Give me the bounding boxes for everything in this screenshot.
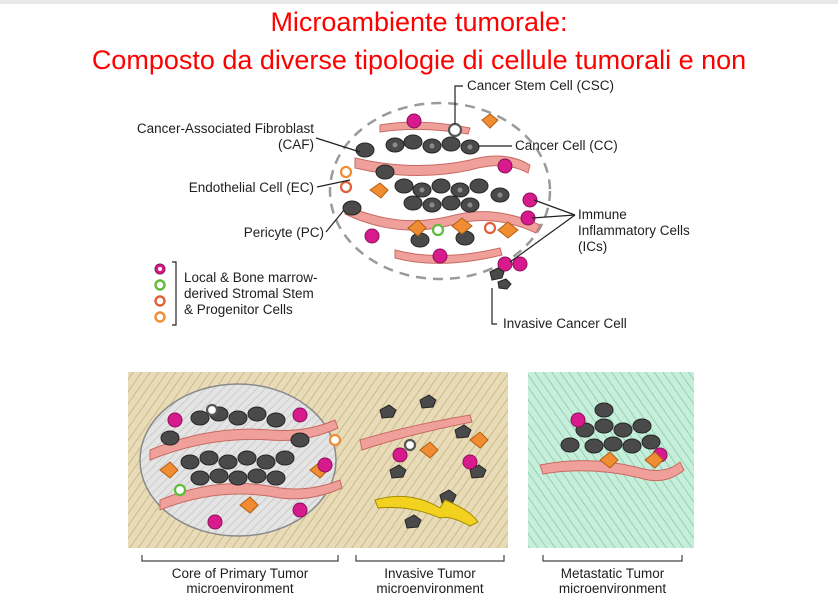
leader-invasive: [491, 288, 497, 325]
leader-immune-1: [533, 199, 576, 216]
leader-caf: [315, 137, 361, 153]
leader-immune-3: [509, 214, 576, 263]
label-invasive-cancer-cell: Invasive Cancer Cell: [503, 316, 627, 331]
immune-cells: [364, 113, 538, 272]
caption-invasive-line-1: Invasive Tumor: [384, 566, 476, 581]
leader-pc: [325, 209, 345, 233]
label-pericyte: Pericyte (PC): [243, 225, 324, 240]
leader-ec: [316, 179, 351, 188]
slide-title-line-1: Microambiente tumorale:: [270, 7, 568, 37]
leader-csc: [454, 85, 463, 124]
label-immune-line-2: Inflammatory Cells: [578, 223, 690, 238]
slide-title-line-2: Composto da diverse tipologie di cellule…: [91, 45, 747, 75]
label-leader-lines: [315, 85, 576, 325]
label-cancer-cell: Cancer Cell (CC): [515, 138, 618, 153]
label-caf-line-1: Cancer-Associated Fibroblast: [136, 121, 314, 136]
label-immune-line-1: Immune: [578, 207, 627, 222]
top-tumor-diagram: [328, 101, 552, 290]
label-cancer-stem-cell: Cancer Stem Cell (CSC): [467, 78, 615, 93]
caption-invasive-line-2: microenvironment: [376, 581, 484, 596]
caf-cells: [369, 113, 519, 239]
label-stromal-line-2: derived Stromal Stem: [184, 286, 314, 301]
caption-brackets: [141, 555, 683, 562]
label-stromal-line-1: Local & Bone marrow-: [184, 270, 318, 285]
slide-top-border: [0, 0, 838, 4]
caption-core-line-2: microenvironment: [186, 581, 294, 596]
label-immune-line-3: (ICs): [578, 239, 608, 254]
label-endothelial-cell: Endothelial Cell (EC): [188, 180, 314, 195]
label-caf-line-2: (CAF): [278, 137, 314, 152]
caption-core-line-1: Core of Primary Tumor: [171, 566, 309, 581]
endothelial-vessels: [344, 121, 541, 264]
leader-immune-2: [531, 214, 576, 219]
label-stromal-line-3: & Progenitor Cells: [184, 302, 293, 317]
caption-metastatic-line-1: Metastatic Tumor: [560, 566, 665, 581]
metastatic-tumor-panel: [528, 372, 694, 548]
stem-progenitor-cells: [339, 122, 497, 237]
primary-tumor-panel: [128, 372, 508, 548]
invasive-cancer-cells: [489, 267, 512, 290]
caption-metastatic-line-2: microenvironment: [558, 581, 667, 596]
stromal-legend-markers: [154, 261, 177, 326]
